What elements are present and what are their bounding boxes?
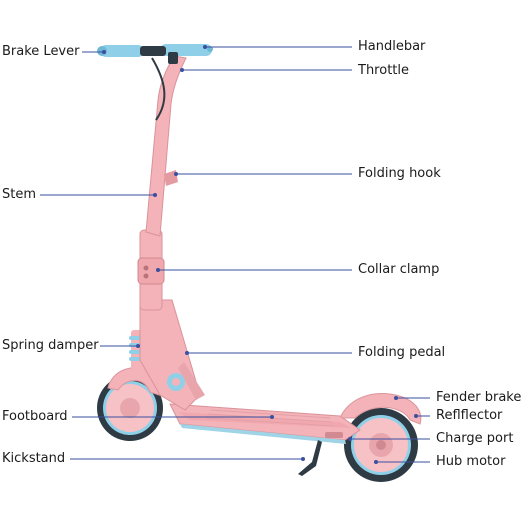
folding-joint [139, 299, 201, 411]
kickstand-arm [298, 440, 322, 476]
leader-dot-folding-pedal [185, 351, 189, 355]
brake-cable [151, 57, 166, 121]
rear-wheel [344, 408, 418, 482]
front-wheel [97, 375, 163, 441]
scooter-illustration [97, 44, 422, 482]
label-hub-motor: Hub motor [436, 454, 506, 469]
leader-dot-hub-motor [374, 460, 378, 464]
leader-dot-collar-clamp [156, 268, 160, 272]
leader-dot-spring-damper [136, 344, 140, 348]
leader-lines [40, 45, 430, 464]
label-folding-hook: Folding hook [358, 166, 441, 181]
label-stem: Stem [2, 187, 37, 202]
label-charge-port: Charge port [436, 431, 514, 446]
leader-dot-kickstand [301, 457, 305, 461]
label-collar-clamp: Collar clamp [358, 262, 440, 277]
leader-dot-reflector [414, 414, 418, 418]
label-brake-lever: Brake Lever [2, 44, 80, 59]
label-fender-brake: Fender brake [436, 390, 522, 405]
stem-upper [145, 55, 187, 237]
label-handlebar: Handlebar [358, 39, 426, 54]
leader-dot-folding-hook [174, 172, 178, 176]
leader-dot-handlebar [203, 45, 207, 49]
label-footboard: Footboard [2, 409, 68, 424]
label-reflector: Reflflector [436, 408, 503, 423]
label-folding-pedal: Folding pedal [358, 345, 446, 360]
label-throttle: Throttle [358, 63, 409, 78]
label-kickstand: Kickstand [2, 451, 66, 466]
label-spring-damper: Spring damper [2, 338, 99, 353]
leader-dot-charge-port [348, 437, 352, 441]
leader-dot-stem [153, 193, 157, 197]
leader-dot-throttle [180, 68, 184, 72]
leader-dot-fender-brake [394, 396, 398, 400]
collar-clamp-shape [137, 257, 165, 285]
deck [169, 403, 361, 444]
rear-fender [339, 393, 422, 425]
leader-dot-footboard [270, 415, 274, 419]
handlebar-shape [97, 44, 213, 64]
leader-dot-brake-lever [102, 50, 106, 54]
